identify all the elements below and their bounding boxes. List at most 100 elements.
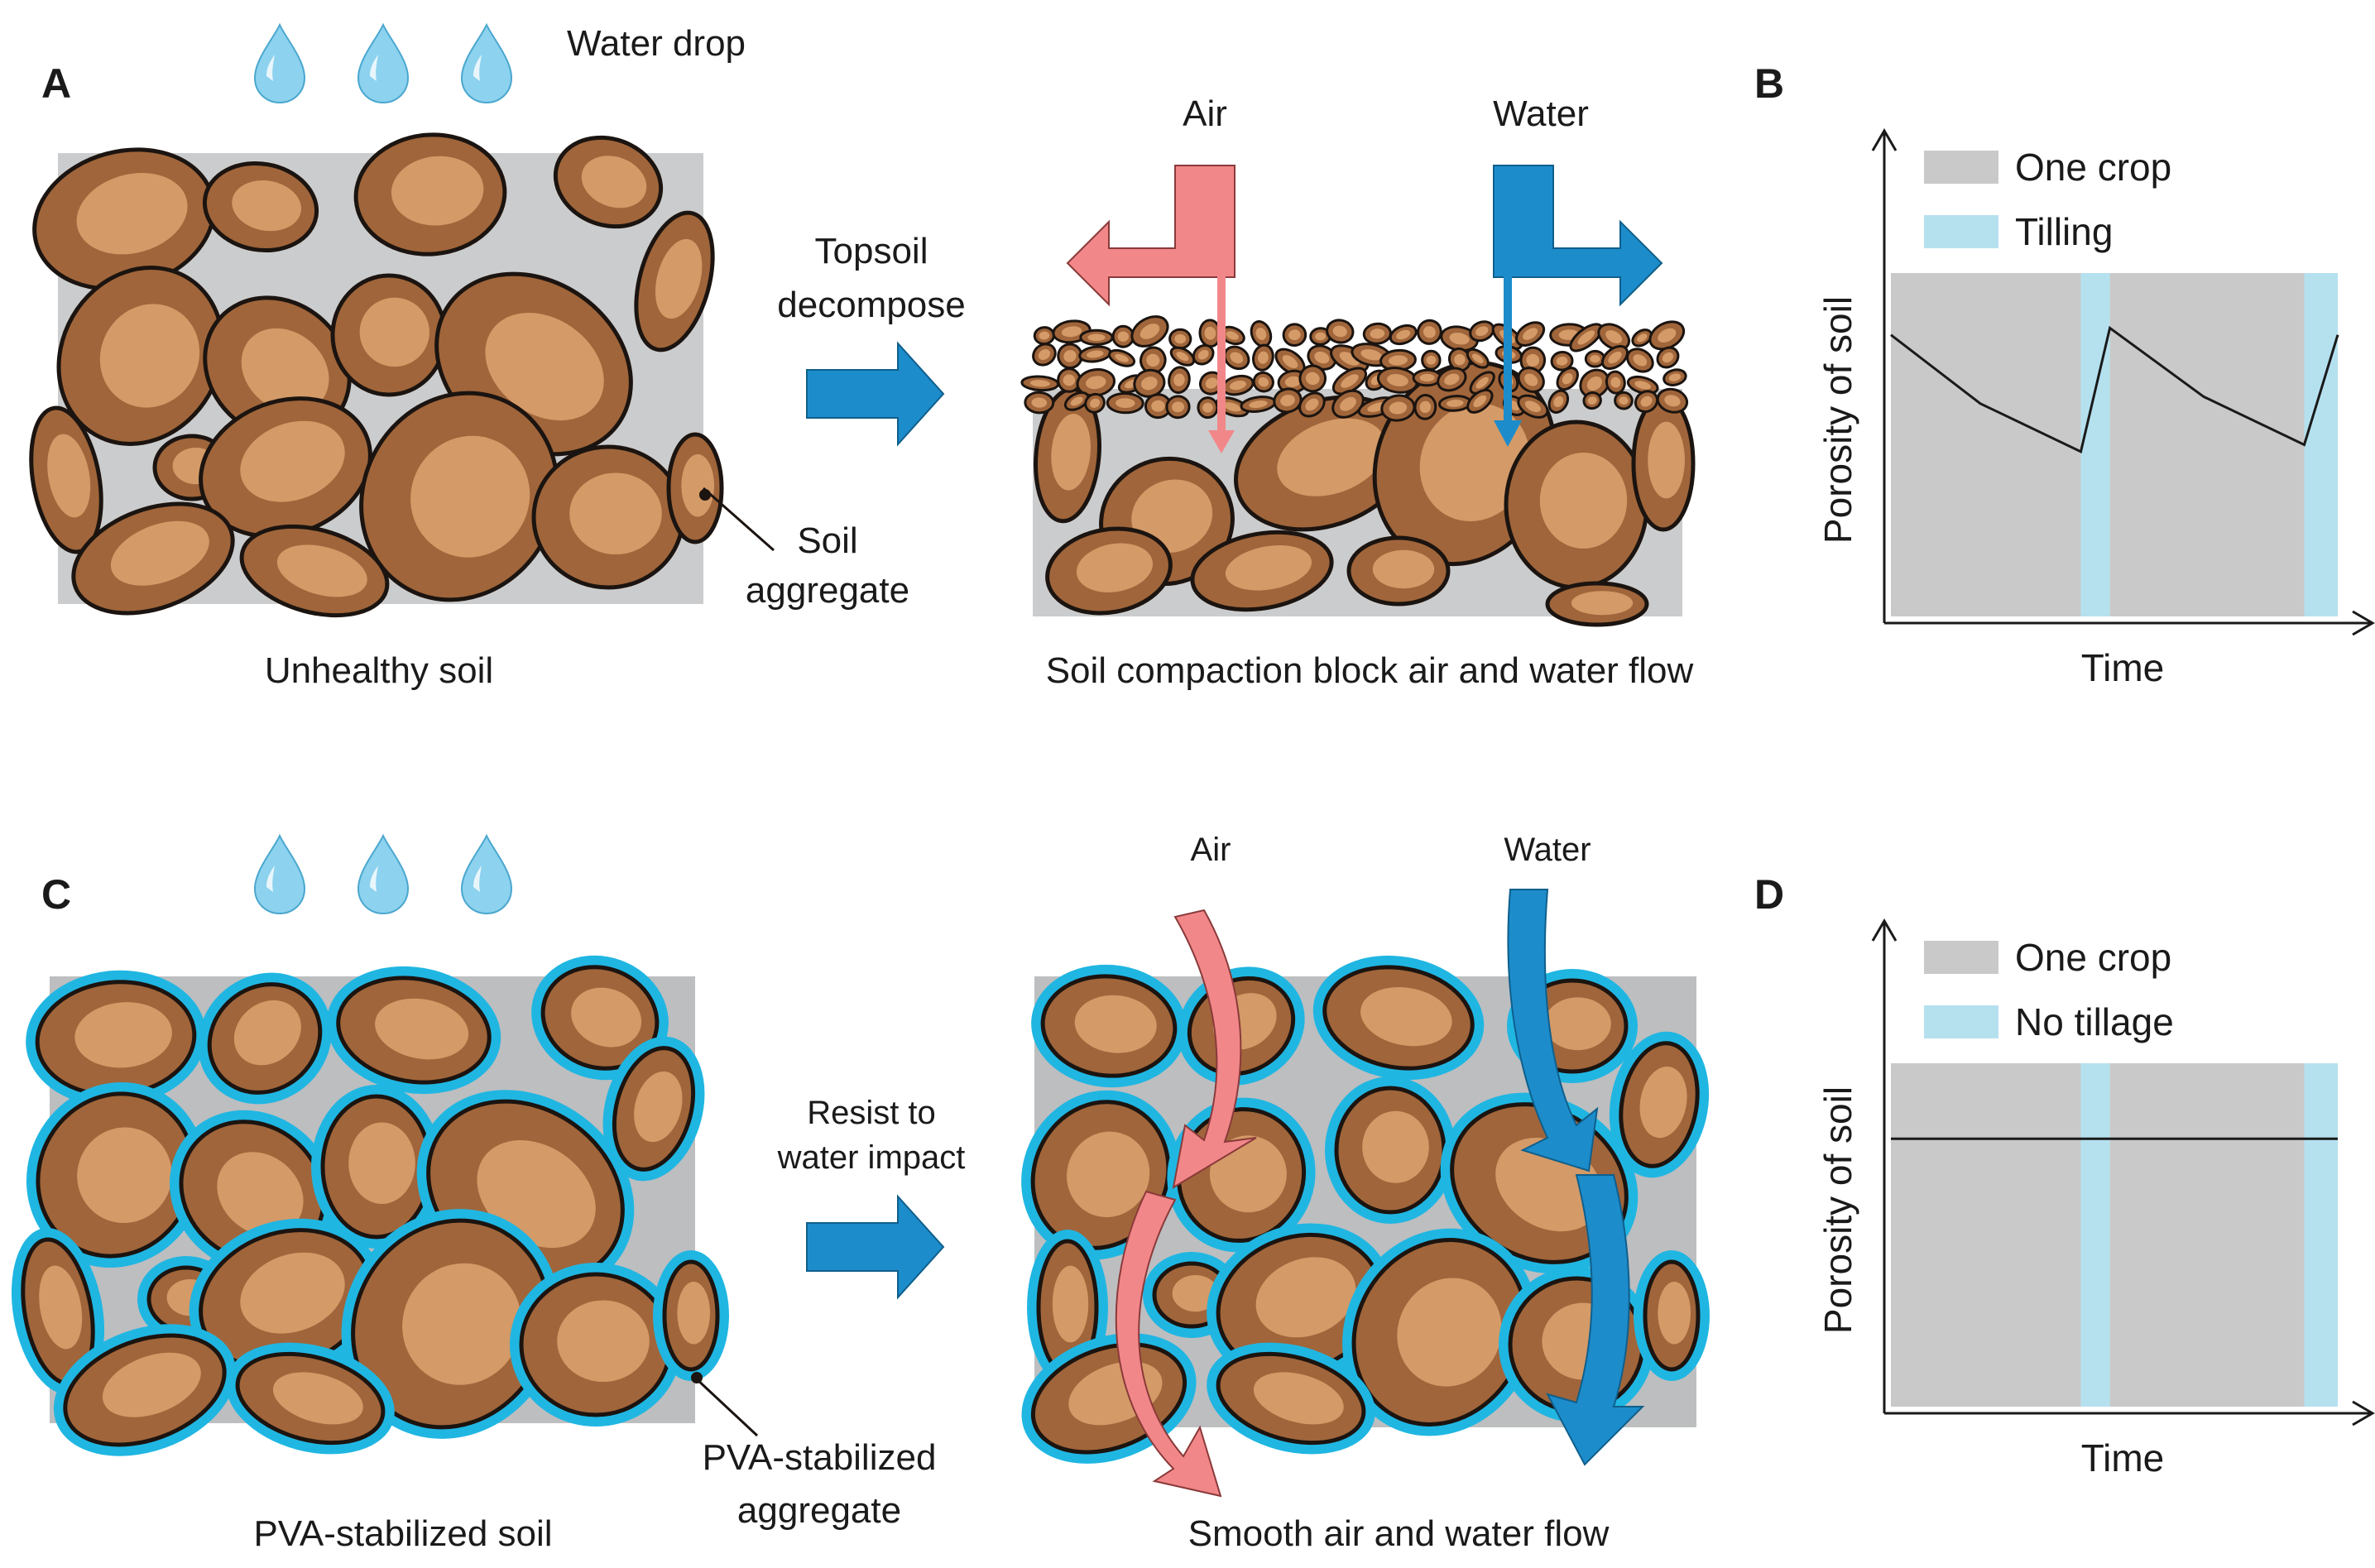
soil-crumb: [1437, 367, 1467, 392]
soil-aggregate: [1207, 1342, 1375, 1455]
soil-crumb: [1168, 366, 1191, 394]
water-drop-icon: [461, 24, 512, 103]
soil-aggregate: [199, 396, 372, 539]
unhealthy-soil-block: [29, 132, 724, 618]
panel-label-d: D: [1754, 871, 1784, 918]
air-label-a: Air: [1183, 94, 1227, 134]
soil-crumb: [1469, 371, 1495, 395]
pva-aggregates: [11, 955, 729, 1456]
soil-aggregate: [1045, 526, 1173, 616]
topsoil-crumbs: [1020, 315, 1689, 422]
pva-aggregate-label-2: aggregate: [737, 1490, 901, 1531]
one-crop-band: [2109, 273, 2305, 616]
one-crop-band: [1891, 1063, 2081, 1407]
process-arrow-c: [806, 1194, 945, 1300]
soil-crumb: [1582, 391, 1602, 410]
soil-aggregate: [1631, 395, 1696, 532]
soil-crumb: [1057, 343, 1083, 370]
soil-crumb: [1517, 367, 1545, 393]
soil-aggregate: [11, 1228, 105, 1395]
air-flow-arrow-smooth: [1115, 909, 1257, 1498]
soil-crumb: [1412, 368, 1442, 387]
water-flow-arrow-smooth: [1507, 889, 1645, 1466]
legend-swatch: [1924, 151, 1998, 184]
leader-dot: [691, 1372, 703, 1383]
legend-label: One crop: [2015, 936, 2171, 979]
x-axis-arrow-icon: [2352, 1400, 2375, 1427]
soil-aggregate: [359, 391, 559, 602]
soil-crumb: [1614, 391, 1634, 410]
water-drop-icon: [461, 835, 512, 914]
soil-aggregate: [330, 273, 448, 397]
panel-label-a: A: [41, 60, 71, 107]
soil-crumb: [1024, 391, 1055, 415]
soil-crumb: [1417, 319, 1442, 345]
soil-crumb: [1169, 346, 1196, 367]
water-drops-bottom: [254, 835, 512, 914]
soil-aggregate: [1634, 1250, 1710, 1381]
water-flow-arrow-blocked: [1493, 165, 1663, 447]
y-axis-arrow-icon: [1871, 918, 1898, 942]
soil-aggregate: [1342, 1228, 1538, 1436]
x-axis-arrow-icon: [2352, 610, 2375, 636]
one-crop-band: [1891, 273, 2081, 616]
panel-label-c: C: [41, 871, 71, 918]
soil-aggregate: [311, 1085, 442, 1249]
x-axis-label: Time: [2081, 1436, 2165, 1479]
tillage-band: [2304, 273, 2338, 616]
soil-aggregate: [226, 1342, 395, 1455]
leader-dot: [699, 489, 711, 501]
pva-soil-block: [11, 955, 729, 1456]
soil-crumb: [1107, 348, 1136, 367]
soil-crumb: [1376, 367, 1418, 394]
soil-aggregate: [202, 161, 319, 253]
y-axis-label: Porosity of soil: [1816, 1086, 1859, 1334]
water-drop-icon: [254, 24, 305, 103]
step-label-a-1: Topsoil: [815, 231, 928, 271]
soil-crumb: [1466, 348, 1490, 369]
soil-crumb: [1165, 395, 1191, 420]
soil-crumb: [1605, 370, 1626, 395]
soil-crumb: [1600, 345, 1629, 371]
soil-aggregate: [1233, 395, 1415, 532]
soil-crumb: [1556, 367, 1579, 391]
smooth-flow-label: Smooth air and water flow: [1188, 1513, 1610, 1554]
soil-crumb: [1389, 324, 1418, 346]
water-drop-icon: [357, 835, 409, 914]
soil-crumb: [1168, 328, 1192, 350]
soil-aggregate: [1346, 535, 1451, 607]
soil-crumb: [1307, 344, 1337, 371]
soil-aggregate: [1499, 1267, 1654, 1422]
soil-crumb: [1084, 392, 1106, 414]
compaction-result-label: Soil compaction block air and water flow: [1046, 650, 1694, 691]
soil-crumb: [1662, 368, 1687, 386]
soil-aggregate: [26, 970, 206, 1107]
soil-aggregate: [189, 1218, 382, 1380]
soil-crumb: [1447, 347, 1471, 372]
soil-crumb: [1076, 367, 1116, 397]
soil-aggregate: [326, 966, 501, 1095]
soil-aggregate-leader-line: [703, 487, 775, 552]
soil-crumb: [1656, 346, 1680, 369]
soil-aggregate-label-2: aggregate: [746, 570, 909, 611]
tillage-band: [2304, 1063, 2338, 1407]
soil-aggregate: [1545, 581, 1649, 627]
soil-crumb: [1519, 346, 1547, 375]
soil-crumb: [1656, 387, 1689, 414]
soil-crumb: [1466, 388, 1494, 414]
pva-soil-label: PVA-stabilized soil: [253, 1513, 552, 1554]
soil-aggregate: [1031, 964, 1187, 1088]
soil-crumb: [1331, 367, 1368, 396]
soil-crumb: [1331, 389, 1365, 419]
soil-aggregate: [29, 405, 103, 554]
water-label-c: Water: [1504, 832, 1591, 868]
soil-aggregate: [26, 1081, 206, 1268]
soil-crumb: [1032, 343, 1057, 367]
compacted-soil-block: [1020, 315, 1696, 627]
soil-crumb: [1106, 391, 1144, 415]
soil-crumb: [1197, 396, 1219, 420]
soil-crumb: [1033, 326, 1055, 346]
soil-aggregate: [531, 444, 685, 590]
soil-crumb: [1130, 315, 1169, 348]
